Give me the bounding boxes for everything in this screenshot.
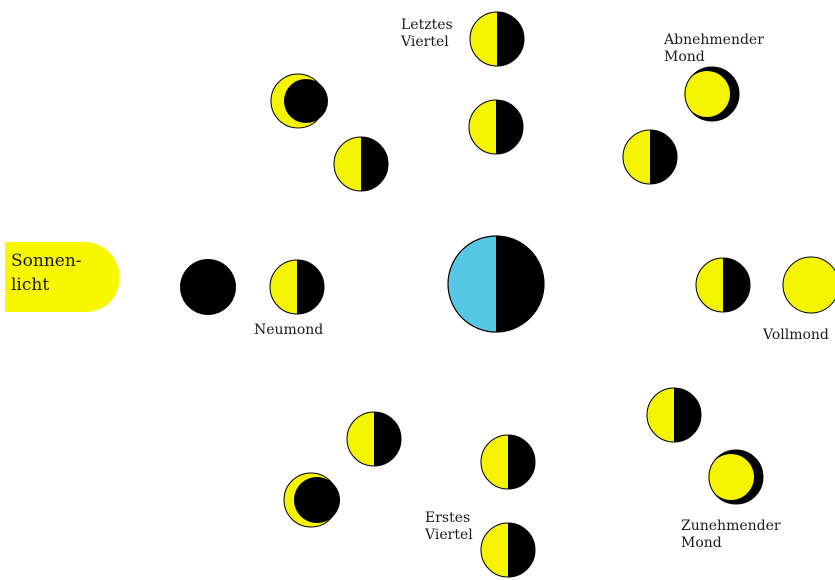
- inner-moon-top: [469, 100, 523, 154]
- inner-moon-right: [696, 258, 750, 312]
- label-vollmond: Vollmond: [762, 327, 829, 343]
- earth: [448, 236, 544, 332]
- inner-moon-bottom: [481, 435, 535, 489]
- outer-moon-gibbous-upper-right: [684, 67, 739, 121]
- label-abnehmender-mond-line1: Abnehmender: [663, 32, 764, 48]
- label-letztes-viertel-line1: Letztes: [401, 17, 453, 33]
- label-erstes-viertel-line2: Viertel: [424, 527, 473, 543]
- earth-night-side: [496, 236, 544, 332]
- outer-moon-letztes-viertel: [470, 12, 524, 66]
- sunlight-label-line2: licht: [11, 275, 49, 295]
- sunlight-label-line1: Sonnen-: [11, 251, 82, 271]
- sunlight-source: Sonnen- licht: [5, 242, 120, 312]
- label-letztes-viertel-line2: Viertel: [400, 34, 449, 50]
- outer-moon-gibbous-lower-right: [708, 450, 763, 504]
- outer-moon-vollmond: [783, 257, 835, 313]
- outer-moon-crescent-upper-left: [271, 74, 328, 128]
- outer-moon-neumond: [180, 259, 236, 315]
- label-abnehmender-mond-line2: Mond: [664, 49, 705, 65]
- label-zunehmender-mond-line1: Zunehmender: [681, 518, 781, 534]
- label-zunehmender-mond-line2: Mond: [681, 535, 722, 551]
- label-neumond: Neumond: [254, 322, 323, 338]
- outer-moon-crescent-lower-left: [284, 473, 340, 527]
- outer-moon-erstes-viertel: [481, 523, 535, 577]
- inner-moon-lower-right: [647, 388, 701, 442]
- inner-moon-upper-right: [623, 130, 677, 184]
- inner-moon-left: [270, 260, 324, 314]
- inner-moon-upper-left: [334, 137, 388, 191]
- label-erstes-viertel-line1: Erstes: [425, 510, 470, 526]
- inner-moon-lower-left: [347, 412, 401, 466]
